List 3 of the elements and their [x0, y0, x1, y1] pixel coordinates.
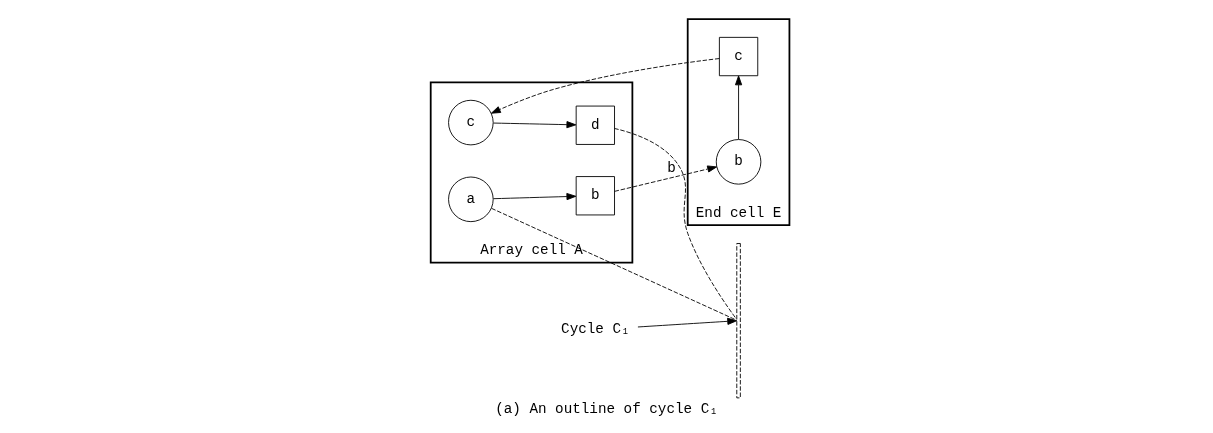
node-text: Cycle C₁	[561, 321, 630, 337]
caption: (a) An outline of cycle C₁	[495, 400, 718, 417]
edge-label: b	[667, 160, 676, 177]
